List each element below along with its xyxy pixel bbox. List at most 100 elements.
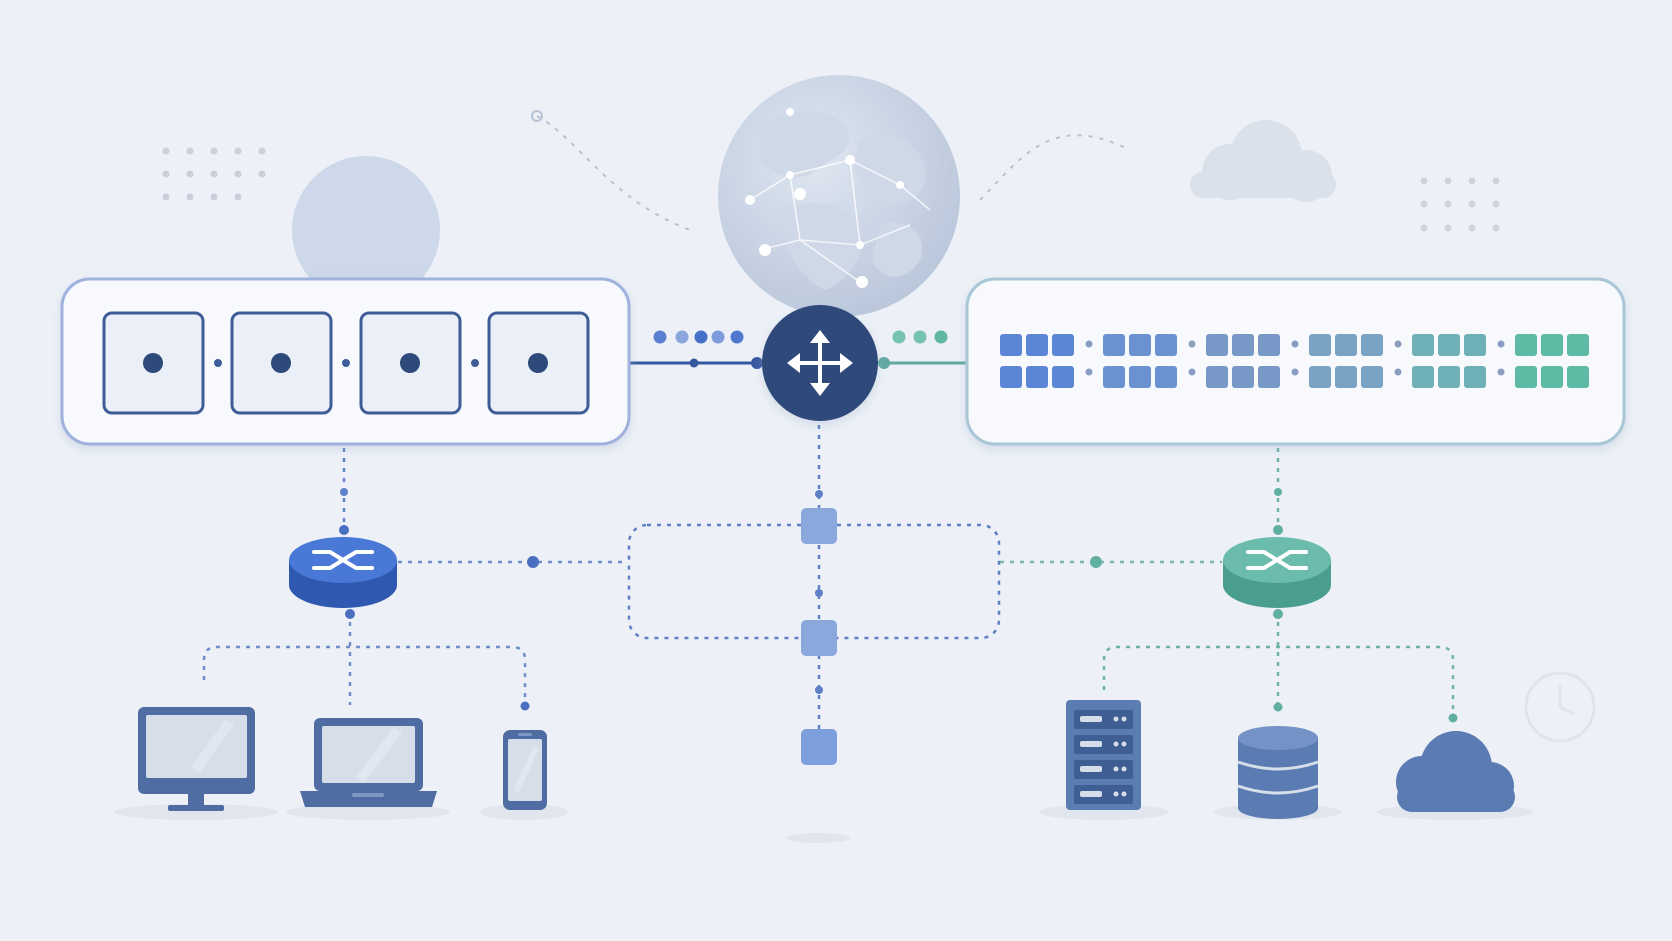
panel-to-hub-left: [630, 357, 763, 369]
block-separator-dot: [1188, 340, 1196, 348]
port-link-dot: [214, 359, 222, 367]
backbone-node[interactable]: [801, 729, 837, 765]
center-hub[interactable]: [762, 305, 878, 421]
port-dot-icon: [143, 353, 163, 373]
block-separator-dot: [1085, 368, 1093, 376]
data-block: [1412, 366, 1434, 388]
data-block: [1412, 334, 1434, 356]
laptop-icon[interactable]: [300, 718, 437, 807]
right-uplink: [1273, 448, 1283, 535]
data-block: [1515, 334, 1537, 356]
switch-port[interactable]: [102, 311, 205, 415]
right-device-tree: [1102, 612, 1455, 716]
data-block: [1515, 366, 1537, 388]
data-block: [1155, 334, 1177, 356]
four-way-arrows-icon: [787, 330, 853, 396]
center-backbone: [815, 425, 823, 730]
left-router-to-loop: [398, 556, 625, 568]
background-cloud-icon: [1190, 120, 1336, 202]
data-block: [1567, 334, 1589, 356]
block-separator-dot: [1394, 368, 1402, 376]
data-block: [1232, 366, 1254, 388]
data-block: [1026, 366, 1048, 388]
smartphone-icon[interactable]: [503, 730, 547, 810]
data-block-group[interactable]: [1309, 334, 1383, 388]
left-tree-node: [345, 609, 355, 619]
data-block: [1129, 366, 1151, 388]
data-block: [1361, 334, 1383, 356]
left-router[interactable]: [289, 537, 397, 608]
left-switch-panel: [60, 277, 631, 446]
data-block: [1129, 334, 1151, 356]
right-data-panel: [965, 277, 1626, 446]
arc-endpoint: [531, 110, 543, 122]
data-block-group[interactable]: [1515, 334, 1589, 388]
right-tree-end-cloud: [1448, 713, 1458, 723]
switch-port[interactable]: [487, 311, 590, 415]
database-icon[interactable]: [1237, 726, 1319, 819]
left-uplink: [339, 448, 349, 535]
data-block: [1232, 334, 1254, 356]
data-block: [1206, 366, 1228, 388]
port-dot-icon: [271, 353, 291, 373]
block-separator-dot: [1085, 340, 1093, 348]
data-block: [1000, 334, 1022, 356]
left-device-tree: [202, 612, 527, 705]
decorative-arcs: [536, 115, 1131, 231]
port-link-dot: [471, 359, 479, 367]
data-block: [1309, 334, 1331, 356]
data-block: [1438, 366, 1460, 388]
data-block: [1258, 366, 1280, 388]
device-shadows: [114, 804, 1533, 843]
data-block: [1335, 366, 1357, 388]
block-separator-dot: [1497, 340, 1505, 348]
data-block: [1335, 334, 1357, 356]
data-block: [1052, 334, 1074, 356]
data-block-group[interactable]: [1000, 334, 1074, 388]
data-block: [1103, 334, 1125, 356]
data-block: [1103, 366, 1125, 388]
right-tree-end: [1273, 702, 1283, 712]
globe-icon: [718, 75, 960, 317]
data-block: [1464, 334, 1486, 356]
data-block: [1438, 334, 1460, 356]
data-block: [1052, 366, 1074, 388]
data-block-group[interactable]: [1206, 334, 1280, 388]
data-block: [1155, 366, 1177, 388]
block-separator-dot: [1188, 368, 1196, 376]
block-separator-dot: [1291, 368, 1299, 376]
center-network-loop: [627, 523, 1001, 640]
router-arrows-icon: [1246, 550, 1308, 570]
backbone-node[interactable]: [801, 620, 837, 656]
backbone-node[interactable]: [801, 508, 837, 544]
dot-grid-left: [162, 147, 266, 201]
data-block: [1567, 366, 1589, 388]
data-block: [1206, 334, 1228, 356]
port-link-dot: [342, 359, 350, 367]
left-tree-end: [520, 701, 530, 711]
switch-port[interactable]: [230, 311, 333, 415]
data-block: [1541, 366, 1563, 388]
server-rack-icon[interactable]: [1066, 700, 1141, 810]
data-block-group[interactable]: [1412, 334, 1486, 388]
desktop-monitor-icon[interactable]: [138, 707, 255, 811]
traffic-dots-right: [892, 330, 948, 344]
data-block-groups: [1000, 334, 1589, 388]
data-block: [1541, 334, 1563, 356]
data-block-group[interactable]: [1103, 334, 1177, 388]
dot-grid-right: [1420, 177, 1500, 232]
data-block: [1258, 334, 1280, 356]
data-block: [1026, 334, 1048, 356]
block-separator-dot: [1394, 340, 1402, 348]
cloud-icon[interactable]: [1396, 731, 1515, 812]
clock-icon: [1524, 671, 1596, 743]
data-block: [1361, 366, 1383, 388]
right-router[interactable]: [1223, 537, 1331, 608]
data-block: [1464, 366, 1486, 388]
block-separator-dot: [1291, 340, 1299, 348]
router-arrows-icon: [312, 550, 374, 570]
switch-port[interactable]: [359, 311, 462, 415]
port-dot-icon: [528, 353, 548, 373]
